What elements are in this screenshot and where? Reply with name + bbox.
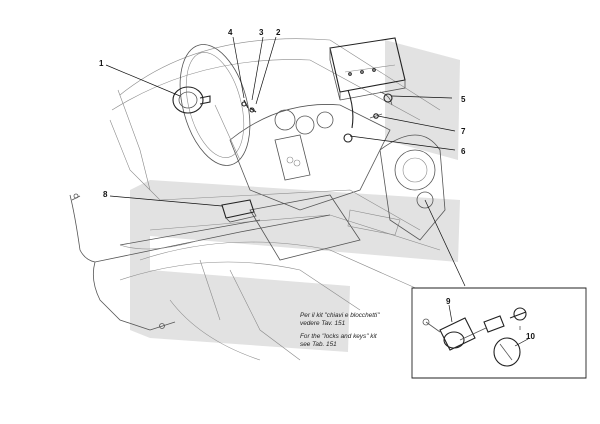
callout-8: 8 (103, 190, 108, 199)
leader-lines (105, 36, 466, 287)
note-it-line1: Per il kit "chiavi e blocchetti" (300, 312, 380, 319)
part-1-driver-airbag (172, 86, 211, 114)
part-9-ignition-lock (422, 307, 527, 351)
callout-7: 7 (461, 127, 466, 136)
steering-wheel (179, 44, 251, 166)
callout-4: 4 (228, 28, 233, 37)
watermark-logo (130, 40, 460, 352)
part-5-passenger-airbag (329, 37, 406, 106)
callout-6: 6 (461, 147, 466, 156)
callout-labels: 1 2 3 4 5 6 7 8 9 10 (99, 28, 535, 341)
callout-1: 1 (99, 59, 104, 68)
part-10-cap (493, 337, 521, 367)
callout-10: 10 (526, 332, 535, 341)
callout-9: 9 (446, 297, 451, 306)
note-en-line1: For the "locks and keys" kit (300, 333, 377, 341)
part-8-control-unit-harness (69, 193, 331, 331)
parts-2-3-4-fasteners (241, 99, 257, 113)
note-en-line2: see Tab. 151 (300, 340, 337, 348)
note-it-line2: vedere Tav. 151 (300, 319, 346, 327)
lock-kit-note: Per il kit "chiavi e blocchetti" vedere … (300, 312, 410, 348)
callout-3: 3 (259, 28, 264, 37)
callout-2: 2 (276, 28, 281, 37)
parts-6-7-bracket-connector (343, 89, 383, 143)
callout-5: 5 (461, 95, 466, 104)
inset-lock-detail (411, 287, 587, 379)
